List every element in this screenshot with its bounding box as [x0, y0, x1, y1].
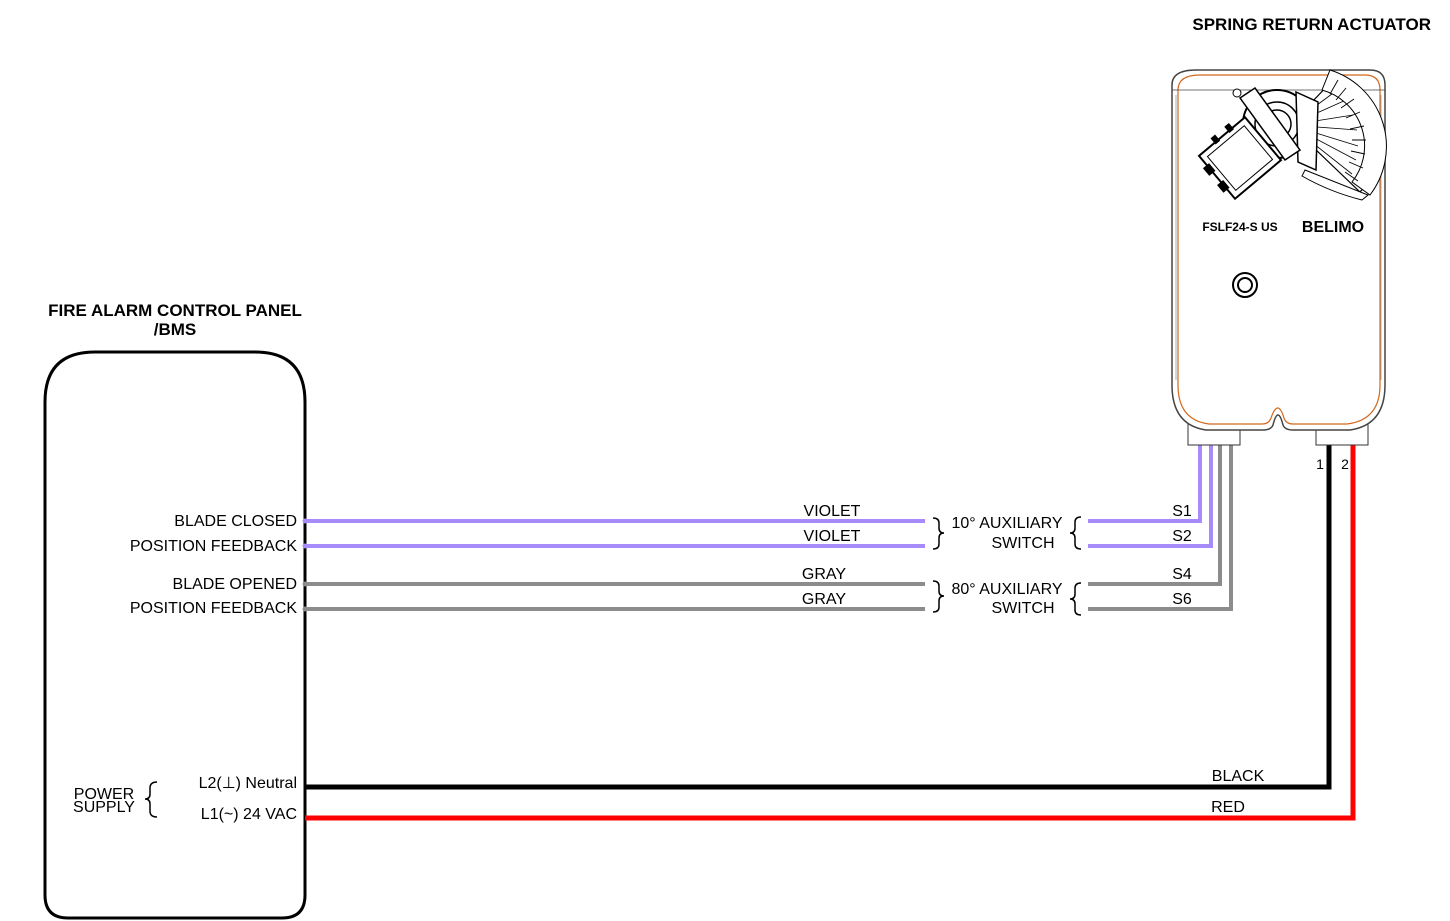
aux80-right-brace	[1069, 582, 1082, 616]
black-wire-label: BLACK	[1212, 768, 1265, 785]
actuator-brand-label: BELIMO	[1302, 219, 1364, 236]
fire-alarm-control-panel: FIRE ALARM CONTROL PANEL /BMS BLADE CLOS…	[43, 301, 307, 920]
violet-wire-1-label: VIOLET	[804, 503, 861, 520]
gray-wire-2-label: GRAY	[802, 591, 846, 608]
actuator-outline-orange	[1177, 74, 1381, 425]
power-label: POWER	[74, 786, 134, 803]
aux80-switch-label: SWITCH	[991, 600, 1054, 617]
s1-label: S1	[1172, 503, 1192, 520]
aux80-label: 80° AUXILIARY	[951, 581, 1062, 598]
aux10-right-brace	[1069, 516, 1082, 550]
supply-label: SUPPLY	[73, 799, 135, 816]
manual-override-icon	[1232, 272, 1258, 298]
position-feedback-closed-label: POSITION FEEDBACK	[130, 538, 297, 555]
violet-wires: VIOLET VIOLET	[302, 503, 925, 549]
aux-switch-80: 80° AUXILIARY SWITCH	[932, 580, 1082, 617]
actuator-switch-wires: S1 S2 S4 S6	[1088, 445, 1233, 611]
aux80-left-brace	[932, 580, 945, 613]
aux10-switch-label: SWITCH	[991, 535, 1054, 552]
s1-wire	[1088, 445, 1202, 523]
blade-closed-label: BLADE CLOSED	[174, 513, 297, 530]
shaft-clamp-icon	[1197, 86, 1319, 201]
actuator-title: SPRING RETURN ACTUATOR	[1192, 15, 1431, 34]
aux10-label: 10° AUXILIARY	[951, 515, 1062, 532]
aux10-left-brace	[932, 517, 945, 550]
panel-subtitle: /BMS	[154, 320, 197, 339]
gray-wires: GRAY GRAY	[302, 566, 925, 612]
s2-wire	[1088, 445, 1213, 548]
black-wire	[305, 443, 1332, 790]
l1-24vac-label: L1(~) 24 VAC	[201, 806, 297, 823]
s2-label: S2	[1172, 528, 1192, 545]
blade-opened-label: BLADE OPENED	[173, 576, 297, 593]
terminal-2-label: 2	[1341, 456, 1349, 472]
spring-return-actuator: SPRING RETURN ACTUATOR	[1171, 15, 1431, 446]
red-wire-label: RED	[1211, 799, 1245, 816]
s4-label: S4	[1172, 566, 1192, 583]
s4-wire	[1088, 445, 1222, 586]
terminal-1-label: 1	[1316, 456, 1324, 472]
position-feedback-opened-label: POSITION FEEDBACK	[130, 600, 297, 617]
power-supply-brace	[144, 781, 158, 818]
s6-wire	[1088, 445, 1233, 611]
red-wire	[305, 443, 1356, 821]
violet-wire-2-label: VIOLET	[804, 528, 861, 545]
aux-switch-10: 10° AUXILIARY SWITCH	[932, 515, 1082, 552]
actuator-model-label: FSLF24-S US	[1202, 220, 1277, 234]
s6-label: S6	[1172, 591, 1192, 608]
gray-wire-1-label: GRAY	[802, 566, 846, 583]
power-wires: BLACK RED 1 2	[305, 443, 1356, 821]
l2-neutral-label: L2(⊥) Neutral	[199, 775, 297, 792]
panel-box	[43, 350, 307, 920]
panel-title: FIRE ALARM CONTROL PANEL	[48, 301, 302, 320]
